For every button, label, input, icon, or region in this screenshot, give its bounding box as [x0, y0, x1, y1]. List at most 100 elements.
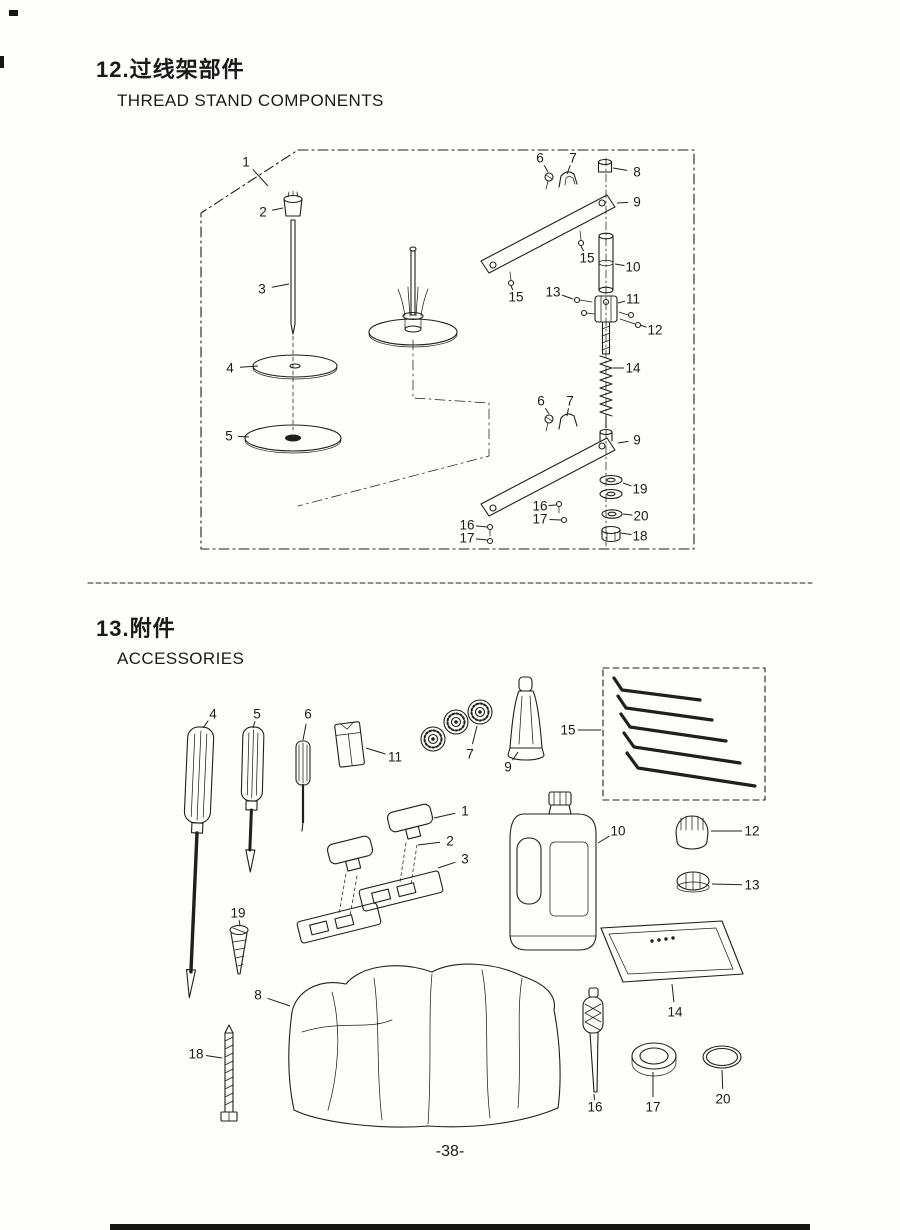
part-label-15: 15	[559, 722, 577, 738]
part-label-9: 9	[503, 759, 513, 775]
part-label-13: 13	[743, 877, 761, 893]
leader-line	[543, 164, 549, 173]
leader-line	[238, 918, 241, 927]
part-label-16: 16	[531, 498, 549, 514]
part-label-7: 7	[565, 393, 575, 409]
leader-line	[205, 1055, 223, 1059]
leader-line	[597, 835, 610, 844]
hex-key-set	[602, 667, 766, 801]
tape-ring	[631, 1042, 677, 1077]
thread-stand-right-assembly	[480, 157, 642, 547]
part-label-14: 14	[624, 360, 642, 376]
part-label-17: 17	[531, 511, 549, 527]
part-label-19: 19	[631, 481, 649, 497]
part-label-14: 14	[666, 1004, 684, 1020]
long-screw	[220, 1024, 238, 1122]
leader-line	[547, 504, 557, 507]
part-label-6: 6	[303, 706, 313, 722]
part-label-10: 10	[609, 823, 627, 839]
spool-cap	[675, 815, 709, 850]
part-label-11: 11	[624, 291, 642, 307]
part-label-2: 2	[258, 204, 268, 220]
part-label-5: 5	[224, 428, 234, 444]
leader-line	[302, 723, 307, 741]
page-number: -38-	[435, 1143, 465, 1160]
leader-line	[620, 532, 632, 536]
part-label-13: 13	[544, 284, 562, 300]
leader-line	[566, 165, 571, 175]
part-label-6: 6	[536, 393, 546, 409]
o-ring	[702, 1045, 742, 1069]
leader-line	[271, 283, 290, 288]
part-label-2: 2	[445, 833, 455, 849]
leader-line	[671, 983, 675, 1003]
part-label-4: 4	[225, 360, 235, 376]
scan-artifact-bottom-bar	[110, 1224, 810, 1230]
center-spool-pin	[368, 246, 458, 348]
part-label-15: 15	[507, 289, 525, 305]
scan-artifact-left-edge	[0, 56, 4, 68]
leader-line	[512, 751, 519, 761]
leader-line	[614, 263, 625, 267]
part-label-8: 8	[632, 164, 642, 180]
leader-line	[437, 861, 456, 869]
part-label-11: 11	[386, 749, 404, 765]
leader-line	[549, 519, 562, 521]
leader-line	[365, 747, 386, 755]
part-label-18: 18	[631, 528, 649, 544]
leader-line	[617, 440, 629, 444]
needle-pack	[334, 721, 365, 768]
part-label-8: 8	[253, 987, 263, 1003]
leader-line	[267, 997, 291, 1007]
part-label-9: 9	[632, 432, 642, 448]
leader-line	[711, 883, 743, 886]
spool-cone	[507, 676, 545, 761]
part-label-3: 3	[257, 281, 267, 297]
part-label-18: 18	[187, 1046, 205, 1062]
rubber-grommet	[676, 871, 710, 893]
clamp-parts	[296, 803, 444, 944]
section-title-en-thread-stand: THREAD STAND COMPONENTS	[117, 91, 384, 110]
leader-line	[544, 406, 550, 415]
part-label-15: 15	[578, 250, 596, 266]
instruction-plate	[600, 920, 744, 983]
leader-line	[566, 407, 570, 417]
leader-line	[622, 482, 633, 487]
leader-line	[433, 812, 456, 819]
screwdriver-large	[183, 726, 215, 999]
leader-line	[593, 1093, 595, 1102]
part-label-20: 20	[714, 1091, 732, 1107]
leader-line	[617, 300, 627, 304]
part-label-12: 12	[646, 322, 664, 338]
part-label-5: 5	[252, 706, 262, 722]
leader-line	[616, 201, 629, 204]
part-label-7: 7	[568, 150, 578, 166]
thread-stand-frame	[200, 149, 695, 550]
section-title-zh-thread-stand: 12.过线架部件	[96, 57, 245, 82]
part-label-1: 1	[241, 154, 251, 170]
oil-bottle	[509, 791, 597, 951]
part-label-16: 16	[458, 517, 476, 533]
left-spool-pin	[244, 190, 342, 454]
screwdriver-medium	[240, 726, 265, 873]
part-label-7: 7	[465, 746, 475, 762]
part-label-19: 19	[229, 905, 247, 921]
screwdriver-small	[295, 740, 311, 832]
accessories-diagram	[183, 667, 766, 1128]
part-label-17: 17	[644, 1099, 662, 1115]
part-label-6: 6	[535, 150, 545, 166]
leader-line	[612, 167, 628, 171]
leader-line	[271, 207, 284, 211]
leader-line	[202, 720, 209, 729]
leader-line	[622, 513, 633, 516]
section-title-en-accessories: ACCESSORIES	[117, 649, 245, 668]
scan-artifact-top-left	[9, 10, 18, 16]
wood-screw	[229, 924, 249, 975]
leader-line	[239, 365, 259, 368]
bobbins	[420, 699, 493, 752]
part-label-10: 10	[624, 259, 642, 275]
leader-line	[417, 841, 441, 846]
